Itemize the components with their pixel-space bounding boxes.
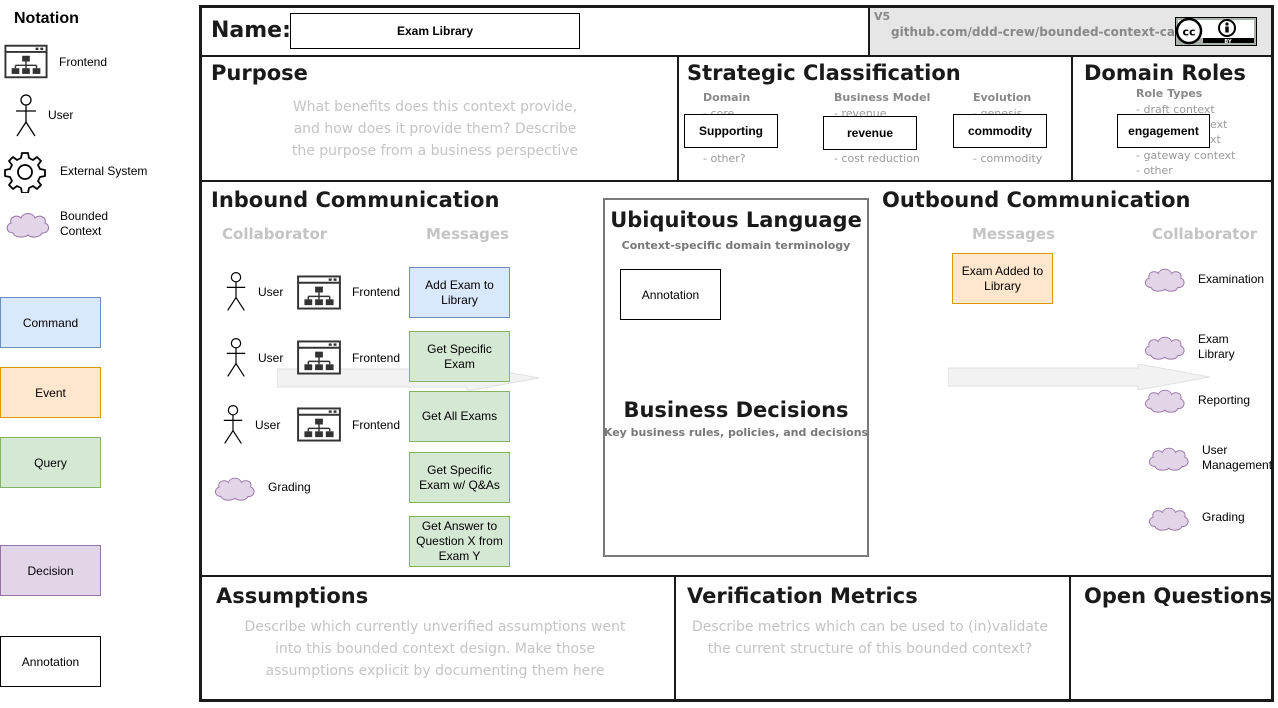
cloud-icon [3, 209, 51, 239]
assumptions-title: Assumptions [216, 584, 369, 608]
canvas-frame [199, 5, 1274, 702]
inbound-message-query[interactable]: Get Answer to Question X from Exam Y [409, 516, 510, 567]
frontend-icon [296, 407, 342, 442]
inbound-message-command[interactable]: Add Exam to Library [409, 267, 510, 318]
role-item: xt [1210, 133, 1221, 146]
outbound-title: Outbound Communication [882, 188, 1191, 212]
ubiquitous-annotation[interactable]: Annotation [620, 269, 721, 320]
legend-query: Query [0, 437, 101, 488]
legend-bounded-context-label: Bounded Context [60, 209, 109, 238]
inbound-title: Inbound Communication [211, 188, 500, 212]
user-icon [221, 403, 245, 447]
divider-strategic [1071, 56, 1073, 181]
role-item: - gateway context [1136, 149, 1236, 162]
legend-annotation: Annotation [0, 636, 101, 687]
decisions-subtitle: Key business rules, policies, and decisi… [603, 426, 869, 439]
metrics-title: Verification Metrics [687, 584, 918, 608]
svg-text:BY: BY [1224, 39, 1232, 45]
inbound-message-query[interactable]: Get Specific Exam [409, 331, 510, 382]
divider-header [199, 55, 1274, 57]
gear-icon [4, 151, 46, 193]
inbound-collaborator-frontend: Frontend [352, 418, 401, 432]
inbound-collaborator-user: User [255, 418, 281, 432]
outbound-messages-heading: Messages [972, 225, 1055, 243]
outbound-collaborator: Exam Library [1198, 332, 1235, 361]
inbound-collaborator-frontend: Frontend [352, 351, 401, 365]
cloud-icon [1140, 333, 1188, 361]
ubiquitous-subtitle: Context-specific domain terminology [621, 239, 851, 252]
cloud-icon [1144, 444, 1192, 472]
divider-header-right [868, 5, 870, 56]
version-label: V5 [874, 10, 891, 23]
user-icon [224, 336, 248, 380]
purpose-hint: What benefits does this context provide,… [291, 99, 579, 159]
legend-command: Command [0, 297, 101, 348]
ubiquitous-language-box [603, 198, 869, 557]
inbound-message-query[interactable]: Get All Exams [409, 391, 510, 442]
divider-assumptions [674, 576, 676, 702]
outbound-collaborator: Grading [1202, 510, 1245, 524]
cloud-icon [1140, 265, 1188, 293]
cc-by-icon: cc BY [1175, 17, 1257, 46]
domain-heading: Domain [703, 91, 751, 104]
outbound-collaborator: Reporting [1198, 393, 1251, 407]
divider-top-row [199, 180, 1274, 182]
svg-text:cc: cc [1182, 26, 1195, 39]
user-icon [13, 94, 39, 138]
outbound-arrow [948, 364, 1211, 390]
evolution-bottom-option: - commodity [973, 152, 1043, 165]
domain-selected[interactable]: Supporting [684, 114, 778, 148]
cloud-icon [1140, 386, 1188, 414]
inbound-collaborator-context: Grading [268, 480, 311, 494]
inbound-message-query[interactable]: Get Specific Exam w/ Q&As [409, 452, 510, 503]
domain-roles-title: Domain Roles [1084, 61, 1246, 85]
outbound-collaborator: Examination [1198, 272, 1265, 286]
frontend-icon [4, 44, 48, 79]
divider-middle-row [199, 575, 1274, 577]
role-item: ext [1210, 118, 1228, 131]
divider-purpose [677, 56, 679, 181]
role-selected[interactable]: engagement [1117, 114, 1210, 148]
strategic-title: Strategic Classification [687, 61, 961, 85]
inbound-collaborator-user: User [258, 351, 284, 365]
inbound-collaborator-heading: Collaborator [222, 225, 328, 243]
assumptions-hint: Describe which currently unverified assu… [244, 619, 626, 679]
name-field[interactable]: Exam Library [290, 13, 580, 49]
repo-link[interactable]: github.com/ddd-crew/bounded-context-canv… [891, 25, 1207, 39]
domain-bottom-option: - other? [703, 152, 746, 165]
business-model-bottom-option: - cost reduction [834, 152, 920, 165]
legend-frontend-label: Frontend [59, 55, 108, 69]
metrics-hint: Describe metrics which can be used to (i… [691, 619, 1049, 657]
inbound-collaborator-frontend: Frontend [352, 285, 401, 299]
inbound-collaborator-user: User [258, 285, 284, 299]
role-item: - other [1136, 164, 1173, 177]
legend-external-system-label: External System [60, 164, 148, 178]
evolution-heading: Evolution [973, 91, 1032, 104]
inbound-messages-heading: Messages [426, 225, 509, 243]
divider-metrics [1069, 576, 1071, 702]
evolution-selected[interactable]: commodity [953, 114, 1047, 148]
ubiquitous-title: Ubiquitous Language [610, 208, 862, 232]
legend-user-label: User [48, 108, 74, 122]
legend-event: Event [0, 367, 101, 418]
cloud-icon [210, 474, 258, 502]
outbound-message-event[interactable]: Exam Added to Library [952, 253, 1053, 304]
business-model-heading: Business Model [834, 91, 931, 104]
cloud-icon [1144, 504, 1192, 532]
role-item: - draft context [1136, 103, 1215, 116]
name-label: Name: [211, 18, 291, 43]
notation-title: Notation [14, 10, 79, 27]
decisions-title: Business Decisions [623, 398, 849, 422]
user-icon [224, 270, 248, 314]
purpose-title: Purpose [211, 61, 308, 85]
business-model-selected[interactable]: revenue [823, 116, 917, 150]
legend-decision: Decision [0, 545, 101, 596]
open-questions-title: Open Questions [1084, 584, 1273, 608]
frontend-icon [296, 340, 342, 375]
outbound-collaborator-heading: Collaborator [1152, 225, 1258, 243]
frontend-icon [296, 275, 342, 310]
outbound-collaborator: User Management [1202, 443, 1272, 472]
role-types-heading: Role Types [1136, 87, 1203, 100]
